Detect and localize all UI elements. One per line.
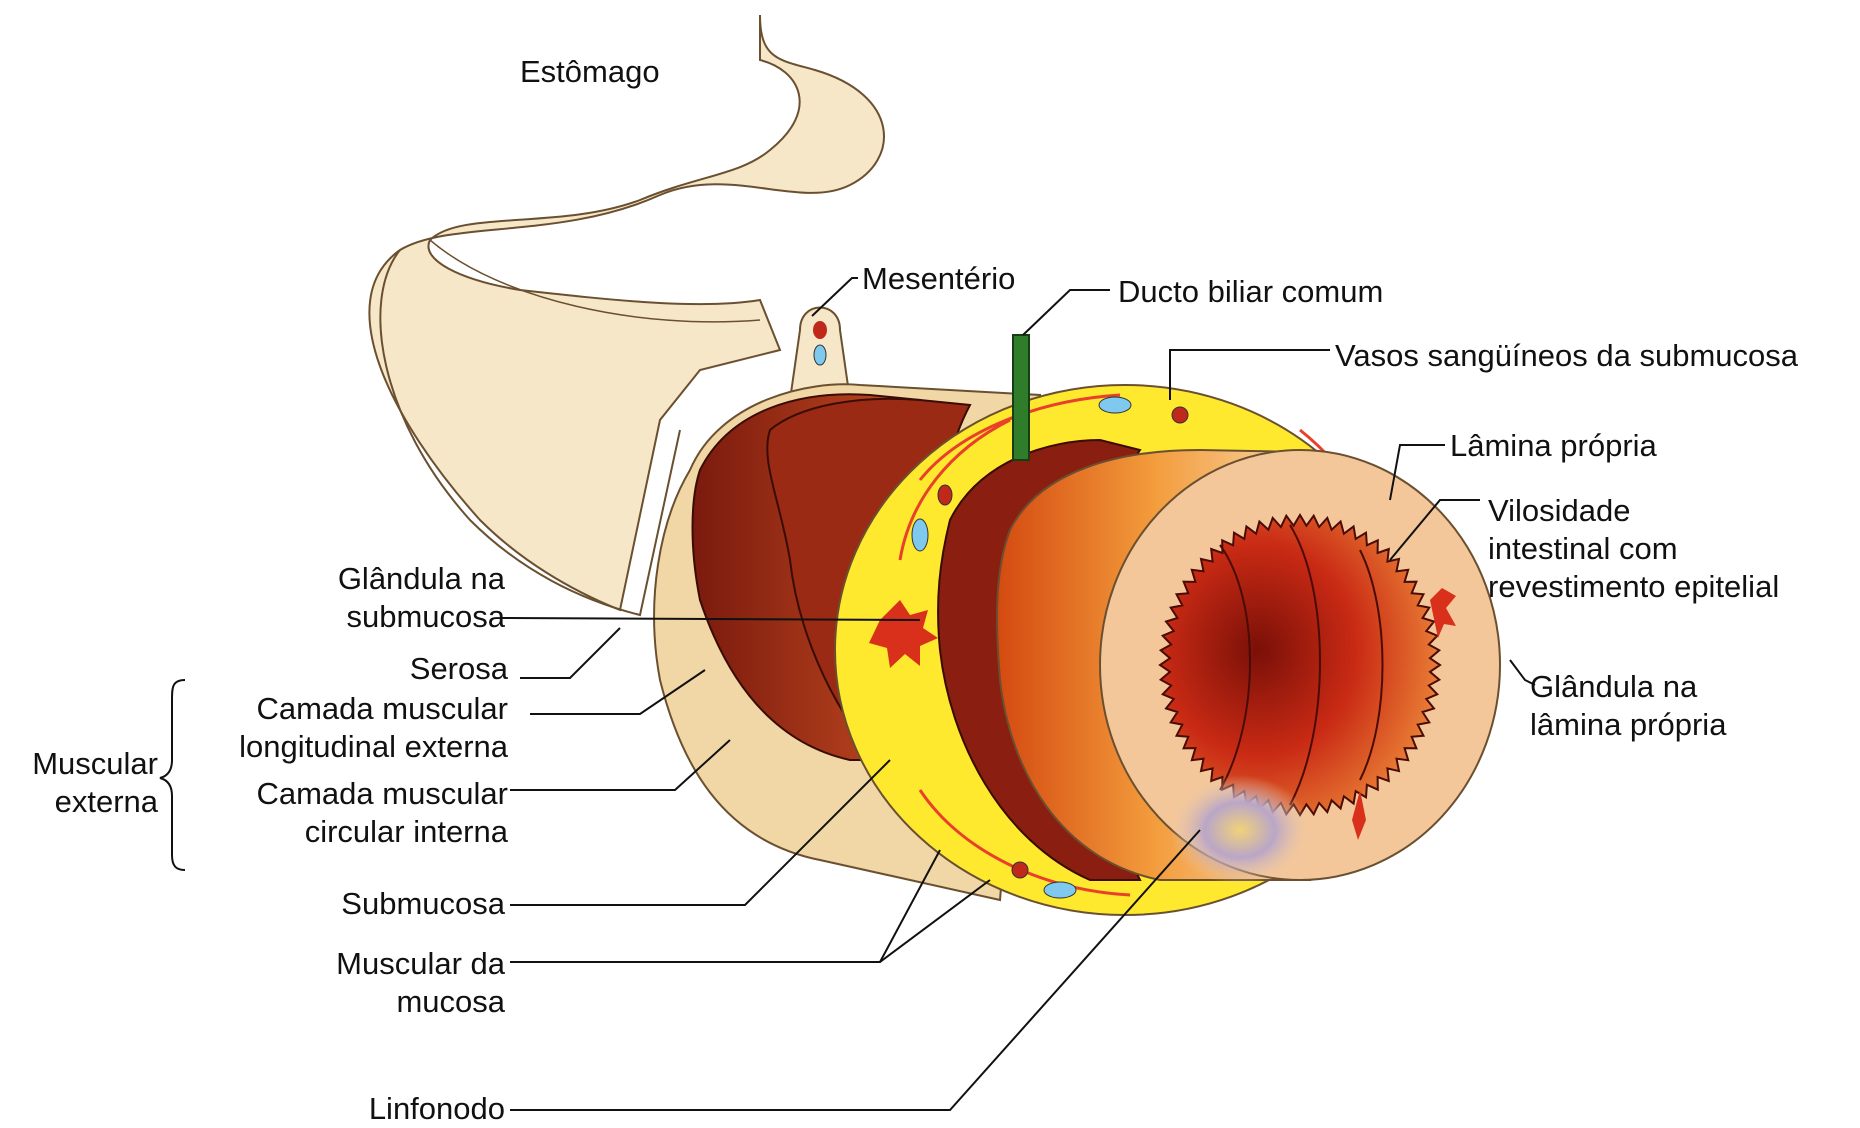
label-linfonodo: Linfonodo	[290, 1090, 505, 1128]
label-submucosa: Submucosa	[290, 885, 505, 923]
label-vilosidade-1: Vilosidade	[1488, 492, 1779, 530]
vessel-red-2	[938, 485, 952, 505]
label-camada-long-1: Camada muscular	[190, 690, 508, 728]
label-serosa: Serosa	[340, 650, 508, 688]
label-mesenterio: Mesentério	[862, 260, 1015, 298]
label-lamina: Lâmina própria	[1450, 427, 1657, 465]
label-camada-circ-2: circular interna	[190, 813, 508, 851]
label-camada-long: Camada muscular longitudinal externa	[190, 690, 508, 766]
label-glandula-lamina-2: lâmina própria	[1530, 706, 1726, 744]
label-camada-circ-1: Camada muscular	[190, 775, 508, 813]
bile-duct	[1013, 335, 1029, 460]
label-estomago: Estômago	[520, 53, 660, 91]
vessel-red-3	[1012, 862, 1028, 878]
label-glandula-sub-2: submucosa	[290, 598, 505, 636]
label-ducto: Ducto biliar comum	[1118, 273, 1383, 311]
label-vasos: Vasos sangüíneos da submucosa	[1335, 337, 1798, 375]
label-muscular-mucosa-1: Muscular da	[290, 945, 505, 983]
label-glandula-sub-1: Glândula na	[290, 560, 505, 598]
label-glandula-lamina-1: Glândula na	[1530, 668, 1726, 706]
label-muscular-externa: Muscular externa	[10, 745, 158, 821]
vessel-blue-1	[1099, 397, 1131, 413]
label-glandula-lamina: Glândula na lâmina própria	[1530, 668, 1726, 744]
label-muscular-mucosa-2: mucosa	[290, 983, 505, 1021]
label-vilosidade-3: revestimento epitelial	[1488, 568, 1779, 606]
vessel-blue-3	[1044, 882, 1076, 898]
lymph-node	[1170, 775, 1310, 885]
label-muscular-externa-2: externa	[10, 783, 158, 821]
vessel-red-1	[1172, 407, 1188, 423]
label-camada-long-2: longitudinal externa	[190, 728, 508, 766]
label-muscular-externa-1: Muscular	[10, 745, 158, 783]
label-muscular-mucosa: Muscular da mucosa	[290, 945, 505, 1021]
vessel-blue-2	[912, 519, 928, 551]
lumen-villi	[1160, 515, 1440, 815]
label-vilosidade-2: intestinal com	[1488, 530, 1779, 568]
label-camada-circ: Camada muscular circular interna	[190, 775, 508, 851]
label-glandula-sub: Glândula na submucosa	[290, 560, 505, 636]
label-vilosidade: Vilosidade intestinal com revestimento e…	[1488, 492, 1779, 606]
